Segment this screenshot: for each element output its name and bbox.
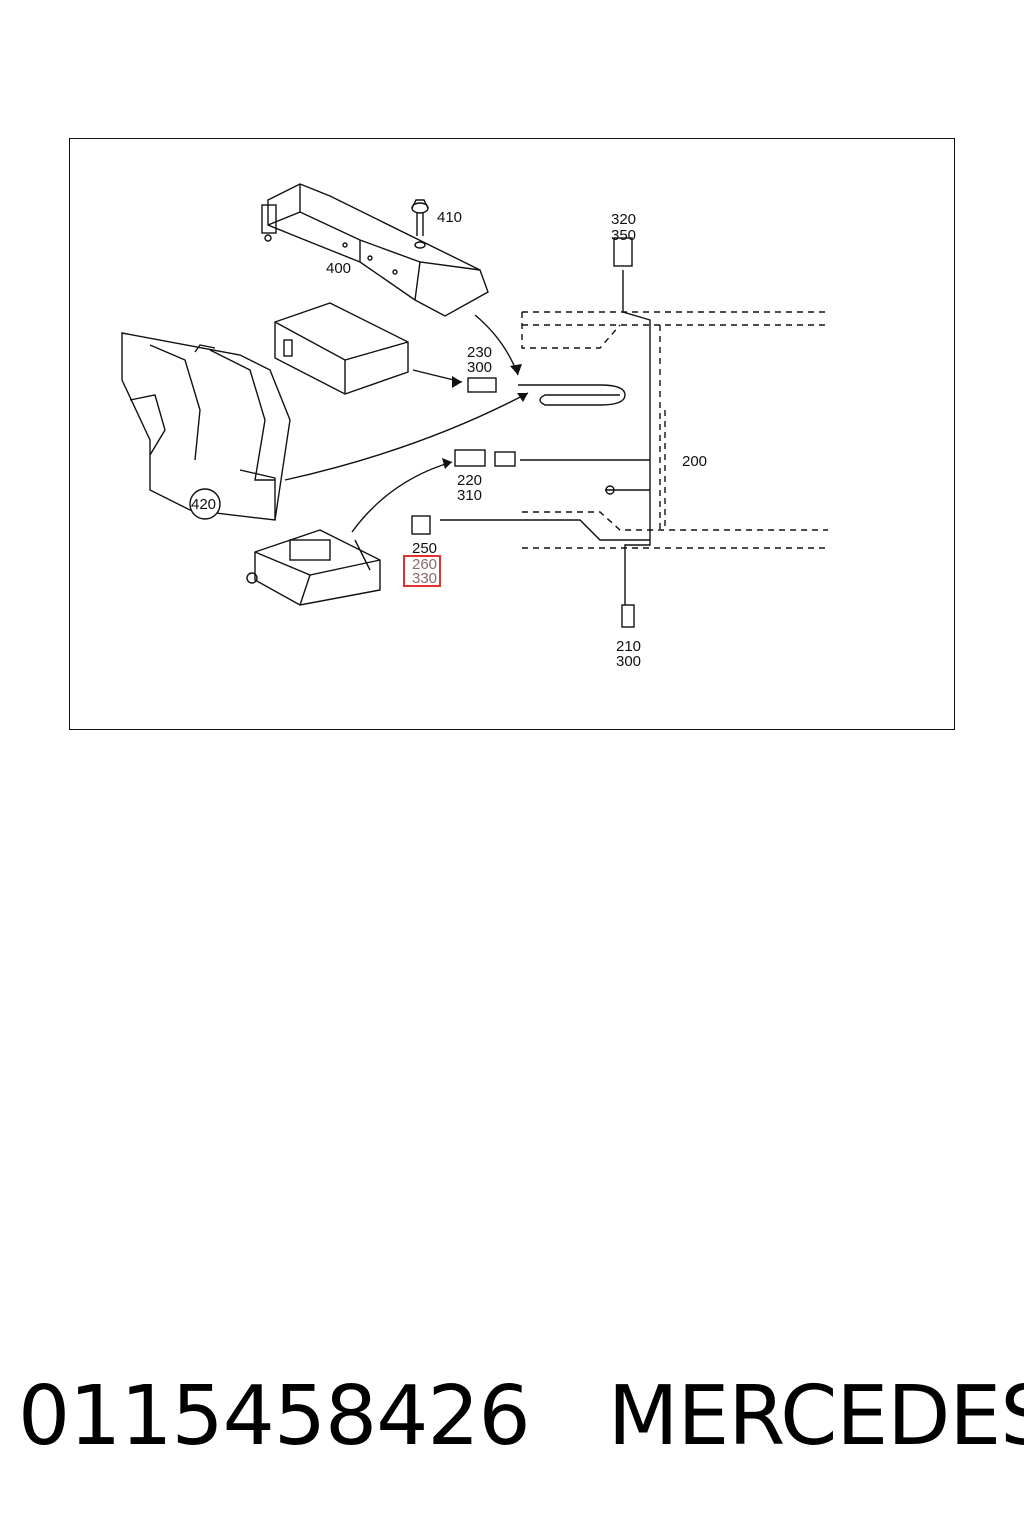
callout-200: 200 <box>682 453 707 470</box>
footer-caption: 0115458426 MERCEDES <box>18 1369 1024 1464</box>
callout-400: 400 <box>326 260 351 277</box>
callout-250: 250 <box>412 540 437 557</box>
arrow-heads <box>442 364 528 469</box>
highlight-box <box>403 555 441 587</box>
callout-220: 220 <box>457 472 482 489</box>
module-box <box>274 302 409 395</box>
diagram-frame <box>69 138 955 730</box>
part-410-screw <box>411 199 429 249</box>
wiring-harness <box>411 237 651 628</box>
part-number: 0115458426 <box>18 1369 531 1464</box>
callout-330: 330 <box>412 570 437 587</box>
callout-420: 420 <box>191 496 216 513</box>
dashed-outlines <box>521 311 828 549</box>
brand-name: MERCEDES <box>607 1369 1024 1464</box>
part-420-panel <box>121 332 291 521</box>
callout-320: 320 <box>611 211 636 228</box>
callout-230: 230 <box>467 344 492 361</box>
callout-210: 210 <box>616 638 641 655</box>
callout-300-upper: 300 <box>467 359 492 376</box>
callout-350: 350 <box>611 227 636 244</box>
callout-260: 260 <box>412 556 437 573</box>
part-400-duct <box>261 183 489 317</box>
callout-300-lower: 300 <box>616 653 641 670</box>
callout-310: 310 <box>457 487 482 504</box>
radio-unit <box>246 529 381 606</box>
parts-diagram: 410 400 320 350 230 300 200 220 310 420 … <box>121 183 828 670</box>
callout-410: 410 <box>437 209 462 226</box>
